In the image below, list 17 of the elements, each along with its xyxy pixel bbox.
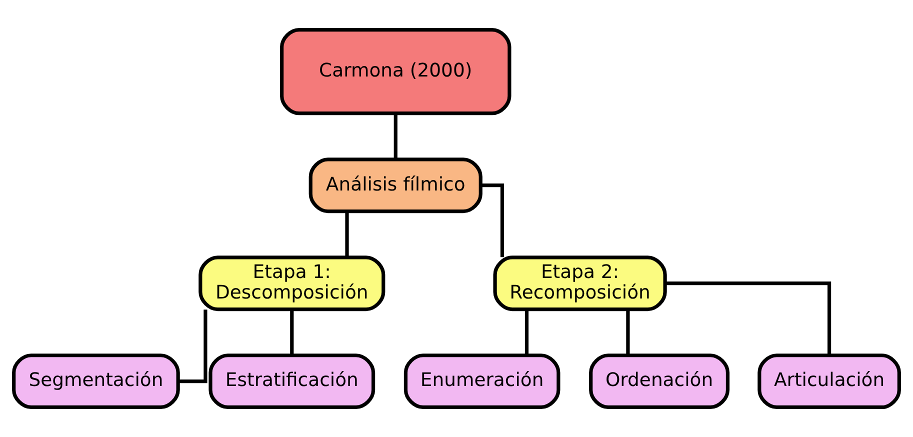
- node-box: Estratificación: [208, 354, 376, 410]
- node-box: Enumeración: [404, 354, 560, 410]
- connector: [480, 184, 504, 258]
- connector: [345, 212, 349, 257]
- node-box: Análisis fílmico: [308, 158, 482, 214]
- node-box: Etapa 1: Descomposición: [198, 256, 386, 312]
- connector: [665, 282, 832, 356]
- connector: [290, 310, 294, 355]
- node-box: Carmona (2000): [280, 28, 512, 116]
- node-box: Segmentación: [12, 354, 180, 410]
- connector: [394, 114, 398, 160]
- connector: [626, 310, 630, 355]
- connector: [524, 310, 529, 355]
- connector: [178, 310, 208, 384]
- node-box: Articulación: [758, 354, 901, 410]
- node-box: Etapa 2: Recomposición: [493, 256, 667, 312]
- node-box: Ordenación: [589, 354, 730, 410]
